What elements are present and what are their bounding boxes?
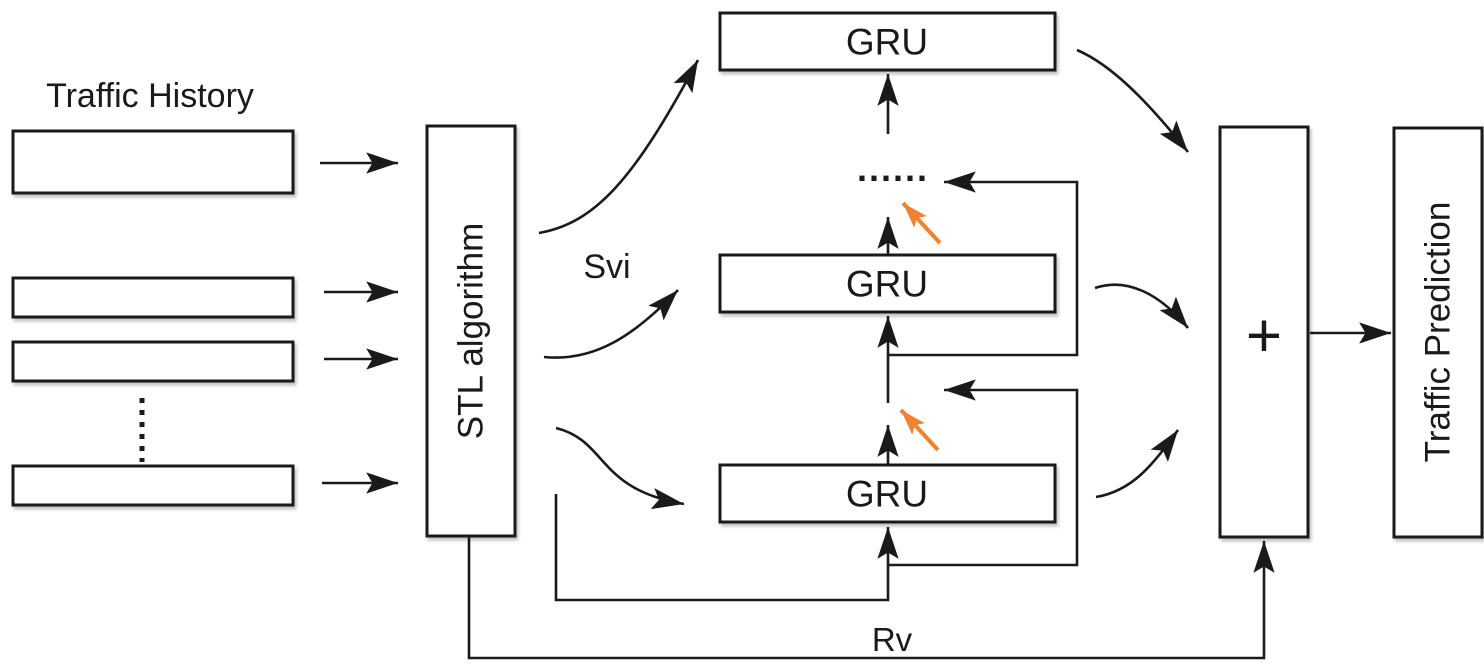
gru-bottom-box	[718, 463, 1057, 524]
hidden-state-orange-arrow-bottom	[899, 408, 940, 452]
sum-box	[1218, 125, 1310, 539]
hidden-state-orange-arrow-top	[901, 201, 942, 245]
traffic-history-group: Traffic History	[11, 77, 398, 507]
traffic-history-box-4	[11, 464, 295, 507]
plus-label: +	[1246, 302, 1282, 371]
gru-bottom-to-sum-arrow	[1095, 429, 1180, 499]
gru-middle-label: GRU	[846, 264, 928, 305]
prediction-group: Traffic Prediction	[1392, 126, 1484, 539]
gru-top-label: GRU	[846, 22, 928, 63]
stl-group: STL algorithm	[425, 124, 517, 538]
rv-residual-arrow	[467, 536, 1275, 660]
gru-middle-to-sum-arrow	[1094, 283, 1190, 329]
gru-top-to-sum-arrow	[1076, 48, 1190, 153]
gru-stack-group: GRU GRU GRU ......	[718, 11, 1057, 524]
traffic-history-box-3	[11, 340, 295, 383]
svi-label: Svi	[583, 248, 630, 286]
stl-to-gru-middle-arrow	[543, 289, 679, 359]
stl-to-gru-top-arrow	[538, 59, 700, 235]
traffic-prediction-label: Traffic Prediction	[1419, 202, 1458, 463]
stl-algorithm-box	[425, 124, 517, 538]
ellipsis-dots: ......	[857, 148, 929, 189]
rv-label: Rv	[872, 621, 913, 658]
gru-top-box	[718, 11, 1057, 72]
bottom-gru-input-line	[554, 494, 899, 602]
gru-bottom-feedback-arrow	[888, 379, 1079, 567]
traffic-history-box-1	[11, 129, 295, 195]
traffic-prediction-box	[1392, 126, 1484, 539]
stl-algorithm-label: STL algorithm	[452, 223, 491, 440]
gru-bottom-label: GRU	[846, 474, 928, 515]
gru-middle-feedback-arrow	[888, 171, 1079, 357]
traffic-history-box-2	[11, 276, 295, 319]
traffic-history-title: Traffic History	[46, 77, 254, 115]
sum-group: +	[1218, 125, 1310, 539]
stl-to-gru-bottom-arrow	[555, 426, 685, 510]
